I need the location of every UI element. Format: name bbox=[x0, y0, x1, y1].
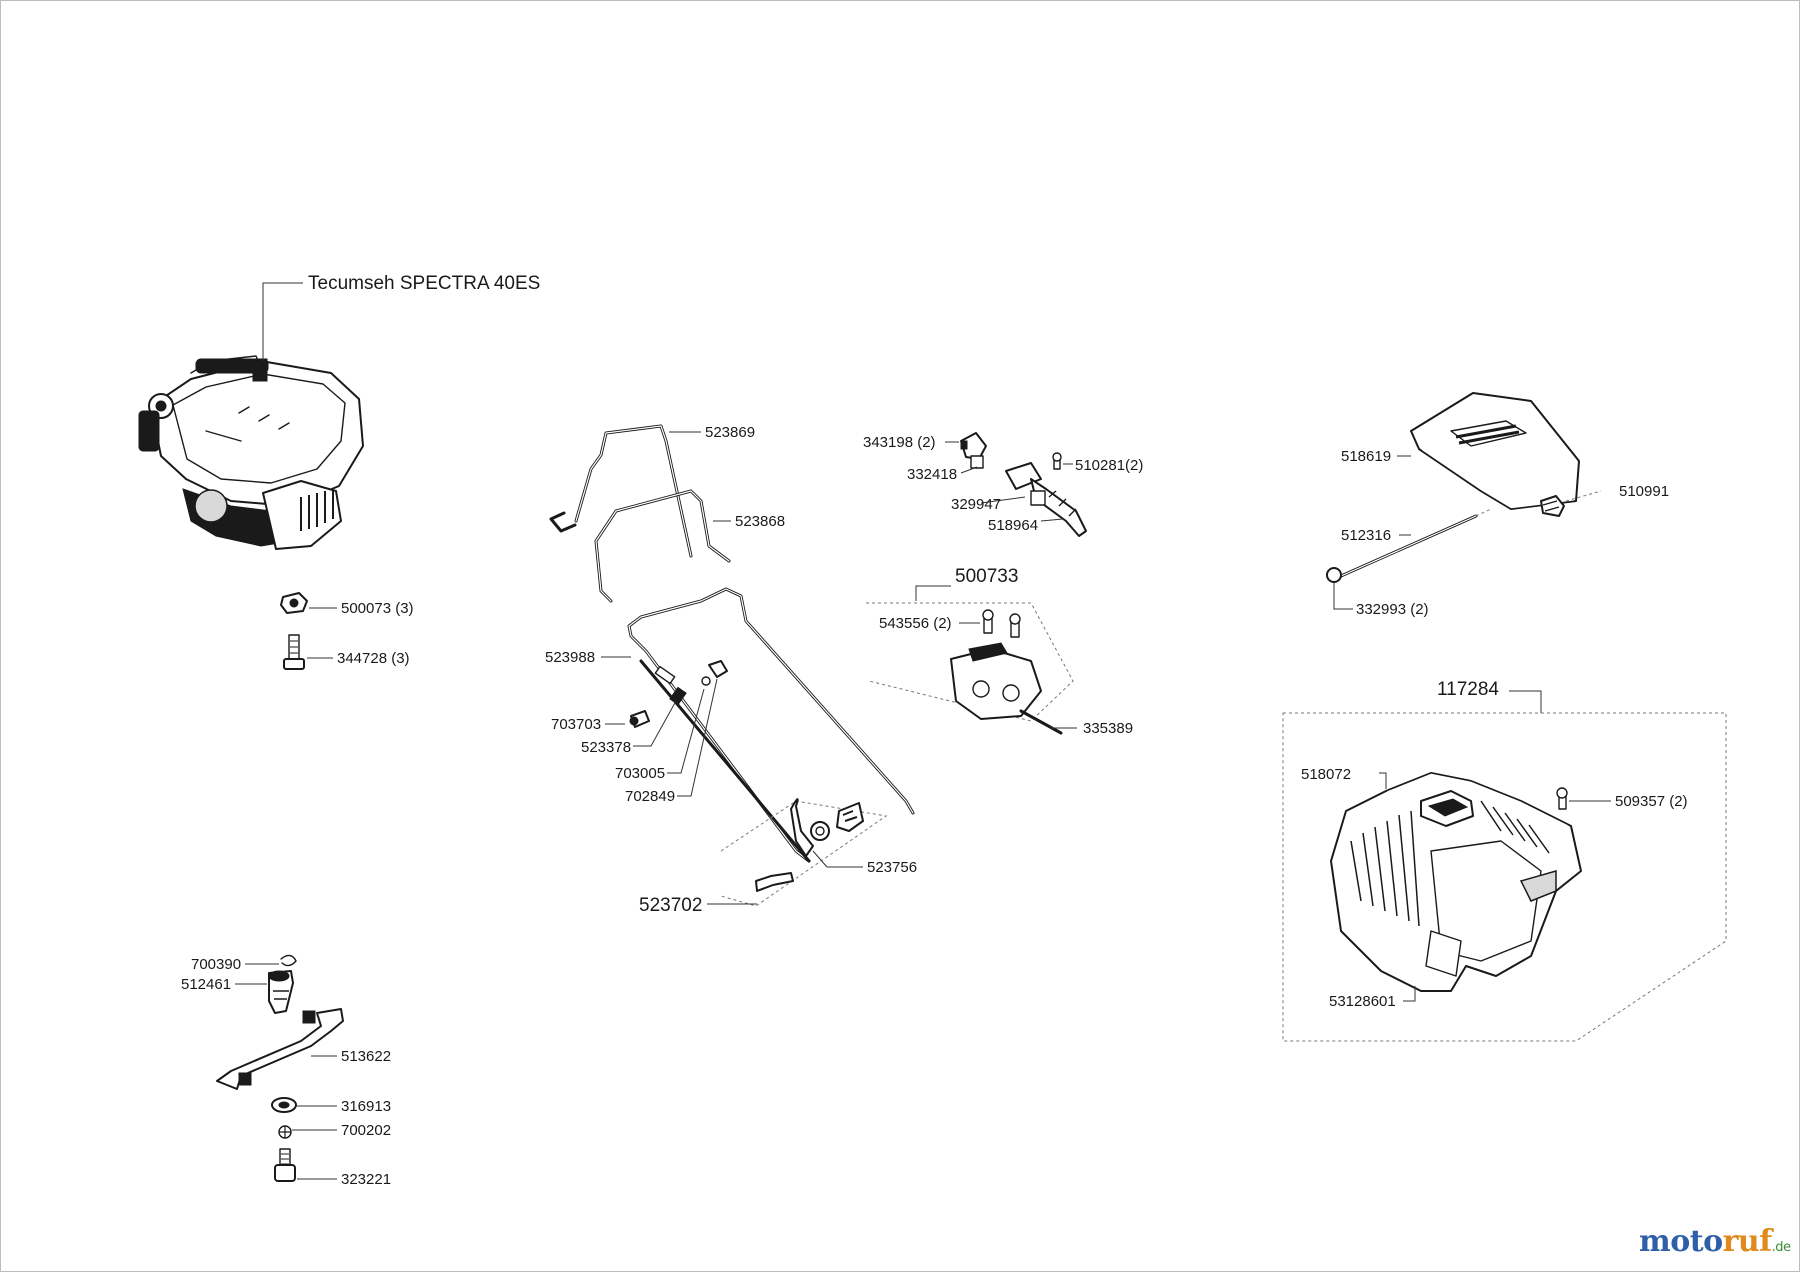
rear-flap: 518619 510991 512316 332993 (2) bbox=[1326, 392, 1669, 618]
label-513622: 513622 bbox=[341, 1048, 391, 1065]
label-500073: 500073 (3) bbox=[341, 600, 414, 617]
grass-catcher-kit: 117284 509357 (2) 518072 53128601 bbox=[1282, 679, 1727, 1042]
label-335389: 335389 bbox=[1083, 720, 1133, 737]
label-523756: 523756 bbox=[867, 859, 917, 876]
label-523378: 523378 bbox=[581, 739, 631, 756]
upper-handles: 523869 523868 bbox=[549, 424, 785, 603]
label-323221: 323221 bbox=[341, 1171, 391, 1188]
label-523868: 523868 bbox=[735, 513, 785, 530]
label-703703: 703703 bbox=[551, 716, 601, 733]
engine-title: Tecumseh SPECTRA 40ES bbox=[308, 273, 540, 294]
label-523702: 523702 bbox=[639, 895, 702, 916]
label-543556: 543556 (2) bbox=[879, 615, 952, 632]
label-512461: 512461 bbox=[181, 976, 231, 993]
label-344728: 344728 (3) bbox=[337, 650, 410, 667]
label-702849: 702849 bbox=[625, 788, 675, 805]
label-332418: 332418 bbox=[907, 466, 957, 483]
label-523869: 523869 bbox=[705, 424, 755, 441]
label-510991: 510991 bbox=[1619, 483, 1669, 500]
label-53128601: 53128601 bbox=[1329, 993, 1396, 1010]
lower-handle: 523988 703703 523378 703005 702849 52375… bbox=[545, 587, 917, 916]
label-512316: 512316 bbox=[1341, 527, 1391, 544]
brand-name-part1: moto bbox=[1639, 1224, 1723, 1259]
label-509357: 509357 (2) bbox=[1615, 793, 1688, 810]
label-510281: 510281(2) bbox=[1075, 457, 1143, 474]
label-500733: 500733 bbox=[955, 566, 1018, 587]
engine-fasteners: 500073 (3) 344728 (3) bbox=[280, 592, 414, 670]
label-703005: 703005 bbox=[615, 765, 665, 782]
label-518964: 518964 bbox=[988, 517, 1038, 534]
label-329947: 329947 bbox=[951, 496, 1001, 513]
label-117284: 117284 bbox=[1437, 679, 1499, 700]
switch-box-kit: 500733 543556 (2) 335389 bbox=[866, 566, 1133, 737]
watermark-logo: motoruf.de bbox=[1639, 1224, 1791, 1259]
engine-assembly: Tecumseh SPECTRA 40ES bbox=[138, 273, 540, 550]
label-700202: 700202 bbox=[341, 1122, 391, 1139]
control-parts: 343198 (2) 332418 510281(2) 329947 51896… bbox=[863, 432, 1143, 537]
label-523988: 523988 bbox=[545, 649, 595, 666]
label-700390: 700390 bbox=[191, 956, 241, 973]
brand-name-part2: ruf bbox=[1722, 1224, 1773, 1259]
brand-tld: .de bbox=[1771, 1240, 1791, 1255]
label-316913: 316913 bbox=[341, 1098, 391, 1115]
label-343198: 343198 (2) bbox=[863, 434, 936, 451]
label-518072: 518072 bbox=[1301, 766, 1351, 783]
label-332993: 332993 (2) bbox=[1356, 601, 1429, 618]
label-518619: 518619 bbox=[1341, 448, 1391, 465]
blade-assembly: 700390 512461 513622 316913 700202 32322… bbox=[181, 954, 391, 1188]
